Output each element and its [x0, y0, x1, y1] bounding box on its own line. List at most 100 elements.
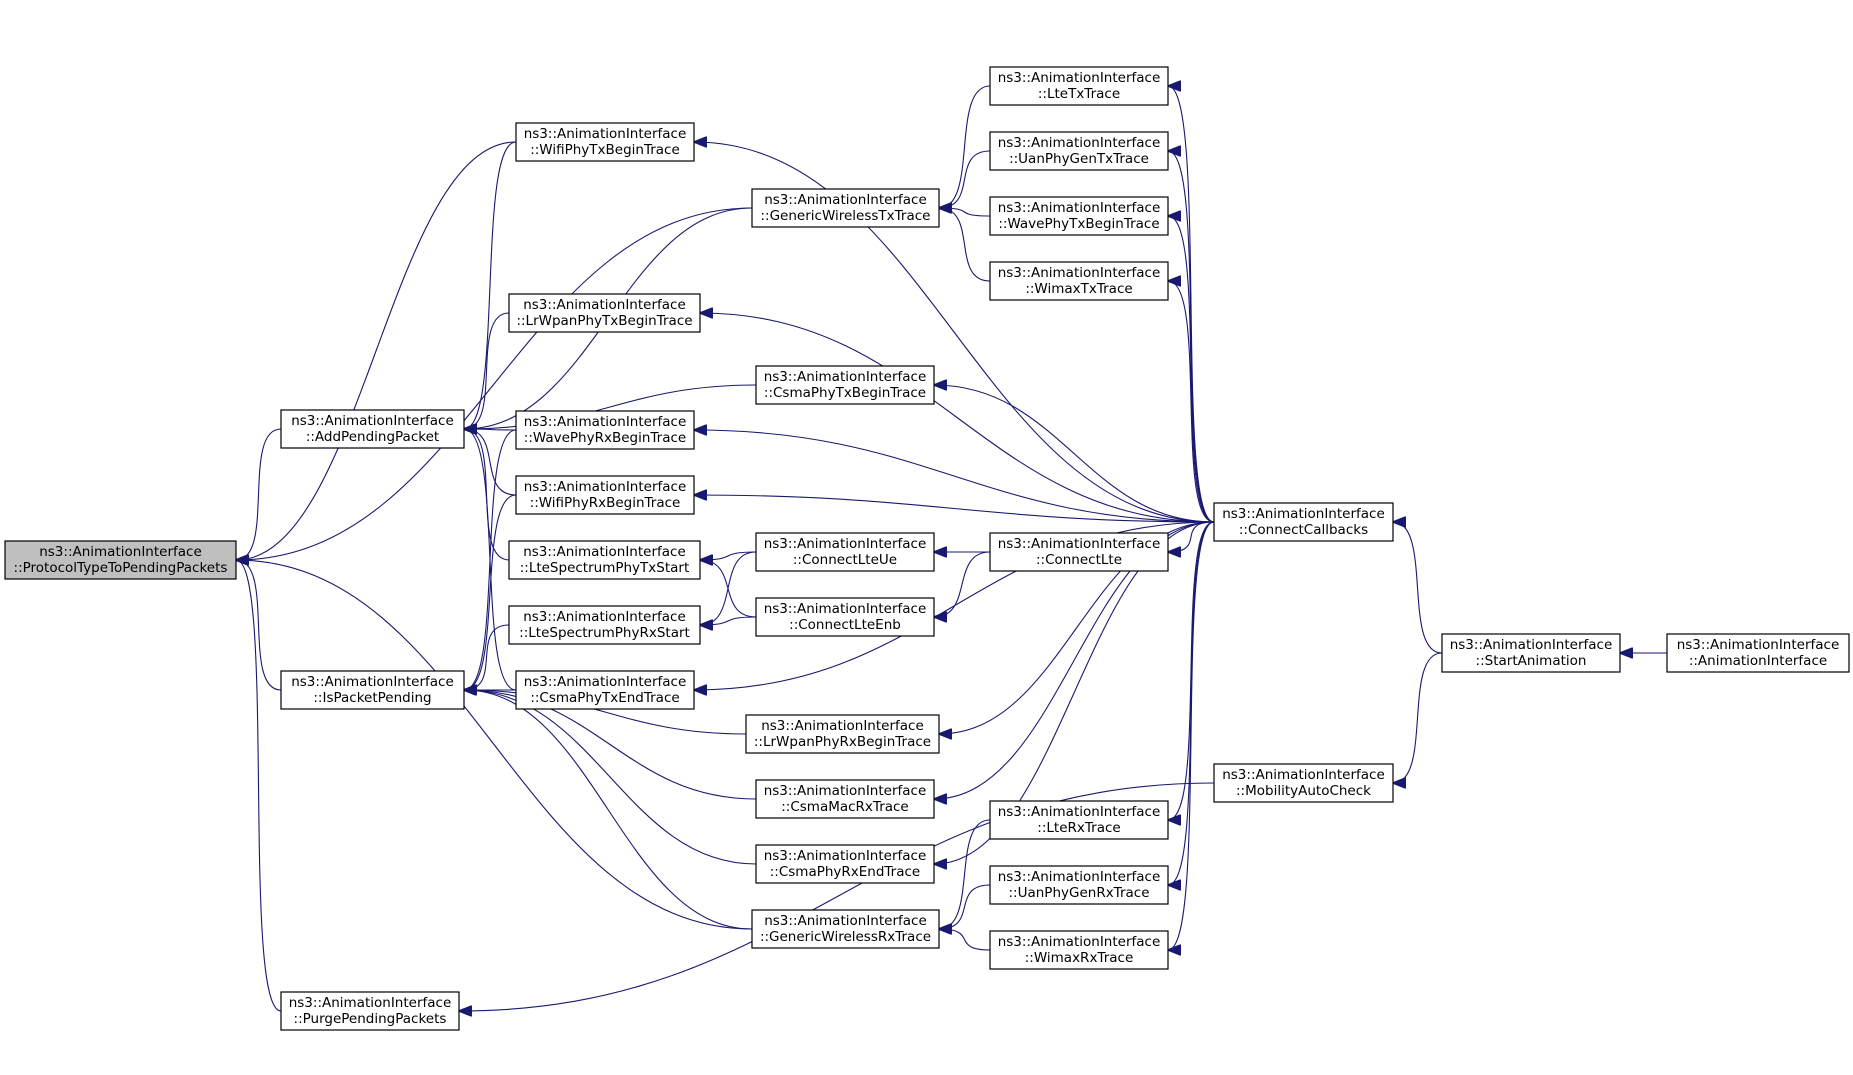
edge-ConnectCallbacks-to-LteRxTrace: [1168, 521, 1215, 820]
node-label-line1: ns3::AnimationInterface: [524, 479, 687, 495]
node-WimaxRxTrace[interactable]: ns3::AnimationInterface::WimaxRxTrace: [989, 930, 1169, 970]
node-label-line2: ::CsmaPhyTxEndTrace: [530, 690, 679, 706]
node-LteSpectrumPhyRxStart[interactable]: ns3::AnimationInterface::LteSpectrumPhyR…: [508, 605, 701, 645]
node-ConnectCallbacks[interactable]: ns3::AnimationInterface::ConnectCallback…: [1213, 502, 1394, 542]
node-label-line1: ns3::AnimationInterface: [764, 192, 927, 208]
node-label-line2: ::CsmaMacRxTrace: [781, 799, 909, 815]
node-IsPacketPending[interactable]: ns3::AnimationInterface::IsPacketPending: [280, 670, 465, 710]
node-CsmaMacRxTrace[interactable]: ns3::AnimationInterface::CsmaMacRxTrace: [755, 779, 935, 819]
node-AddPendingPacket[interactable]: ns3::AnimationInterface::AddPendingPacke…: [280, 409, 465, 449]
node-LteTxTrace[interactable]: ns3::AnimationInterface::LteTxTrace: [989, 66, 1169, 106]
node-GenericWirelessTxTrace[interactable]: ns3::AnimationInterface::GenericWireless…: [751, 188, 940, 228]
node-box: [755, 597, 935, 637]
node-box: [755, 779, 935, 819]
node-label-line2: ::ConnectLte: [1036, 552, 1122, 568]
node-label-line2: ::UanPhyGenRxTrace: [1009, 885, 1150, 901]
node-LteSpectrumPhyTxStart[interactable]: ns3::AnimationInterface::LteSpectrumPhyT…: [508, 540, 701, 580]
node-box: [515, 122, 695, 162]
edge-PurgePendingPackets-to-ProtocolTypeToPendingPackets: [236, 560, 282, 1012]
node-label-line1: ns3::AnimationInterface: [524, 674, 687, 690]
node-StartAnimation[interactable]: ns3::AnimationInterface::StartAnimation: [1441, 633, 1621, 673]
node-WimaxTxTrace[interactable]: ns3::AnimationInterface::WimaxTxTrace: [989, 261, 1169, 301]
node-box: [755, 844, 935, 884]
node-box: [989, 800, 1169, 840]
node-label-line2: ::WimaxRxTrace: [1025, 950, 1134, 966]
node-box: [508, 540, 701, 580]
node-label-line1: ns3::AnimationInterface: [524, 414, 687, 430]
edge-ConnectCallbacks-to-WavePhyTxBeginTrace: [1168, 216, 1215, 523]
node-label-line1: ns3::AnimationInterface: [998, 804, 1161, 820]
node-LrWpanPhyTxBeginTrace[interactable]: ns3::AnimationInterface::LrWpanPhyTxBegi…: [508, 293, 701, 333]
node-PurgePendingPackets[interactable]: ns3::AnimationInterface::PurgePendingPac…: [280, 991, 460, 1031]
node-WavePhyTxBeginTrace[interactable]: ns3::AnimationInterface::WavePhyTxBeginT…: [989, 196, 1169, 236]
node-label-line2: ::AddPendingPacket: [306, 429, 439, 445]
node-label-line2: ::WavePhyTxBeginTrace: [998, 216, 1159, 232]
node-label-line2: ::MobilityAutoCheck: [1236, 783, 1371, 799]
node-LrWpanPhyRxBeginTrace[interactable]: ns3::AnimationInterface::LrWpanPhyRxBegi…: [745, 714, 940, 754]
node-box: [1441, 633, 1621, 673]
edge-LrWpanPhyTxBeginTrace-to-AddPendingPacket: [464, 312, 510, 429]
node-ConnectLteUe[interactable]: ns3::AnimationInterface::ConnectLteUe: [755, 532, 935, 572]
node-LteRxTrace[interactable]: ns3::AnimationInterface::LteRxTrace: [989, 800, 1169, 840]
node-box: [515, 475, 695, 515]
node-label-line2: ::ConnectLteUe: [793, 552, 897, 568]
node-box: [508, 293, 701, 333]
node-box: [989, 532, 1169, 572]
node-label-line1: ns3::AnimationInterface: [764, 848, 927, 864]
edge-UanPhyGenTxTrace-to-GenericWirelessTxTrace: [939, 150, 991, 208]
node-label-line1: ns3::AnimationInterface: [998, 265, 1161, 281]
node-CsmaPhyRxEndTrace[interactable]: ns3::AnimationInterface::CsmaPhyRxEndTra…: [755, 844, 935, 884]
node-label-line1: ns3::AnimationInterface: [764, 601, 927, 617]
node-label-line1: ns3::AnimationInterface: [764, 536, 927, 552]
edge-LteRxTrace-to-GenericWirelessRxTrace: [939, 819, 991, 929]
node-WifiPhyTxBeginTrace[interactable]: ns3::AnimationInterface::WifiPhyTxBeginT…: [515, 122, 695, 162]
node-UanPhyGenRxTrace[interactable]: ns3::AnimationInterface::UanPhyGenRxTrac…: [989, 865, 1169, 905]
edge-UanPhyGenRxTrace-to-GenericWirelessRxTrace: [939, 884, 991, 929]
edge-WavePhyRxBeginTrace-to-IsPacketPending: [464, 429, 517, 690]
edge-MobilityAutoCheck-to-PurgePendingPackets: [459, 782, 1215, 1011]
node-label-line2: ::ProtocolTypeToPendingPackets: [14, 560, 228, 576]
node-label-line2: ::PurgePendingPackets: [294, 1011, 447, 1027]
edge-GenericWirelessRxTrace-to-IsPacketPending: [464, 690, 753, 930]
node-label-line2: ::WifiPhyTxBeginTrace: [530, 142, 680, 158]
edge-WimaxTxTrace-to-GenericWirelessTxTrace: [939, 208, 991, 282]
node-label-line1: ns3::AnimationInterface: [764, 369, 927, 385]
edge-WimaxRxTrace-to-GenericWirelessRxTrace: [939, 929, 991, 951]
node-CsmaPhyTxEndTrace[interactable]: ns3::AnimationInterface::CsmaPhyTxEndTra…: [515, 670, 695, 710]
node-WifiPhyRxBeginTrace[interactable]: ns3::AnimationInterface::WifiPhyRxBeginT…: [515, 475, 695, 515]
node-WavePhyRxBeginTrace[interactable]: ns3::AnimationInterface::WavePhyRxBeginT…: [515, 410, 695, 450]
node-label-line1: ns3::AnimationInterface: [291, 674, 454, 690]
node-box: [751, 909, 940, 949]
edge-CsmaPhyRxEndTrace-to-IsPacketPending: [464, 690, 757, 865]
edge-ConnectCallbacks-to-WifiPhyRxBeginTrace: [694, 495, 1215, 523]
node-box: [989, 865, 1169, 905]
node-box: [280, 670, 465, 710]
node-CsmaPhyTxBeginTrace[interactable]: ns3::AnimationInterface::CsmaPhyTxBeginT…: [755, 365, 935, 405]
node-label-line2: ::UanPhyGenTxTrace: [1009, 151, 1149, 167]
node-label-line1: ns3::AnimationInterface: [998, 869, 1161, 885]
edge-ConnectCallbacks-to-WimaxRxTrace: [1168, 521, 1215, 950]
node-UanPhyGenTxTrace[interactable]: ns3::AnimationInterface::UanPhyGenTxTrac…: [989, 131, 1169, 171]
node-box: [751, 188, 940, 228]
node-label-line1: ns3::AnimationInterface: [291, 413, 454, 429]
edges-layer: [236, 86, 1667, 1011]
node-ProtocolTypeToPendingPackets[interactable]: ns3::AnimationInterface::ProtocolTypeToP…: [4, 540, 237, 580]
edge-ConnectLteEnb-to-LteSpectrumPhyRxStart: [700, 616, 757, 625]
node-box: [755, 365, 935, 405]
node-label-line1: ns3::AnimationInterface: [998, 934, 1161, 950]
node-ConnectLte[interactable]: ns3::AnimationInterface::ConnectLte: [989, 532, 1169, 572]
node-label-line2: ::WimaxTxTrace: [1025, 281, 1132, 297]
node-label-line1: ns3::AnimationInterface: [998, 200, 1161, 216]
node-GenericWirelessRxTrace[interactable]: ns3::AnimationInterface::GenericWireless…: [751, 909, 940, 949]
edge-ConnectCallbacks-to-LrWpanPhyTxBeginTrace: [700, 313, 1215, 523]
node-label-line1: ns3::AnimationInterface: [998, 135, 1161, 151]
node-label-line2: ::LteRxTrace: [1037, 820, 1120, 836]
edge-ConnectCallbacks-to-WimaxTxTrace: [1168, 281, 1215, 523]
node-ConnectLteEnb[interactable]: ns3::AnimationInterface::ConnectLteEnb: [755, 597, 935, 637]
node-label-line2: ::LteTxTrace: [1038, 86, 1120, 102]
node-MobilityAutoCheck[interactable]: ns3::AnimationInterface::MobilityAutoChe…: [1213, 763, 1394, 803]
node-label-line1: ns3::AnimationInterface: [998, 70, 1161, 86]
node-AnimationInterface[interactable]: ns3::AnimationInterface::AnimationInterf…: [1666, 633, 1850, 673]
edge-ConnectCallbacks-to-CsmaPhyTxBeginTrace: [934, 385, 1215, 523]
